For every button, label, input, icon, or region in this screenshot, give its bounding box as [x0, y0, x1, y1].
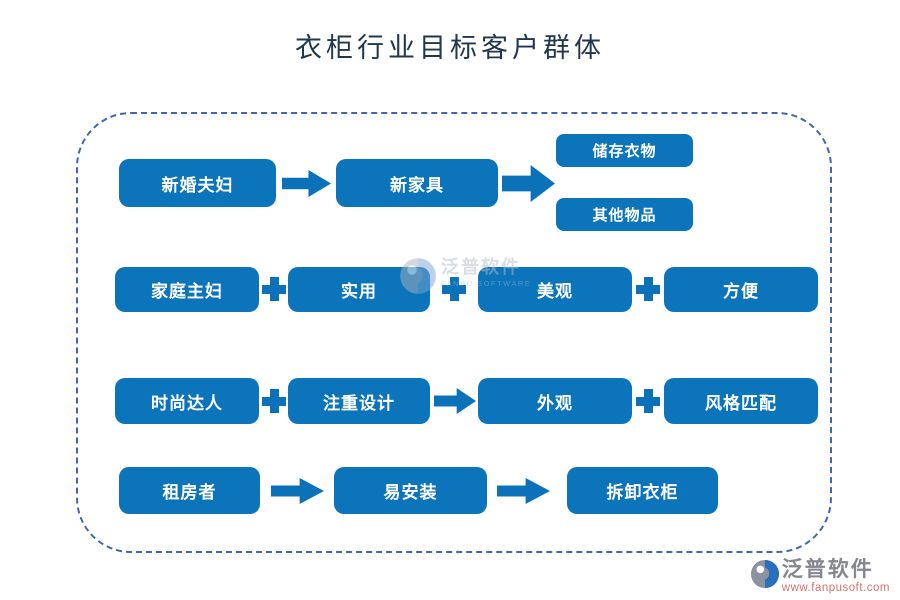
- plus-icon: [636, 389, 660, 413]
- node-newlyweds: 新婚夫妇: [119, 159, 276, 207]
- arrow-right-icon: [502, 165, 555, 202]
- plus-icon: [262, 277, 286, 301]
- arrow-right-icon: [271, 478, 324, 504]
- plus-icon: [262, 389, 286, 413]
- brand-name: 泛普软件: [781, 558, 874, 581]
- node-detachable-wardrobe: 拆卸衣柜: [567, 467, 718, 514]
- node-housewives: 家庭主妇: [115, 267, 259, 312]
- node-other-items: 其他物品: [556, 198, 693, 231]
- node-practical: 实用: [288, 267, 430, 312]
- diagram-title: 衣柜行业目标客户群体: [295, 33, 605, 63]
- node-style-match: 风格匹配: [664, 378, 818, 424]
- node-design-focused: 注重设计: [288, 378, 430, 424]
- node-renters: 租房者: [119, 467, 260, 514]
- node-convenient: 方便: [664, 267, 818, 312]
- node-easy-install: 易安装: [334, 467, 487, 514]
- dashed-frame: [76, 112, 832, 553]
- brand-url: www.fanpusoft.com: [781, 582, 890, 594]
- node-fashionistas: 时尚达人: [115, 378, 259, 424]
- plus-icon: [636, 277, 660, 301]
- node-store-clothing: 储存衣物: [556, 134, 693, 167]
- arrow-right-icon: [497, 478, 550, 504]
- arrow-right-icon: [434, 388, 476, 414]
- footer-logo: 泛普软件 www.fanpusoft.com: [750, 559, 890, 594]
- fanpu-logo-icon: [750, 559, 780, 594]
- arrow-right-icon: [282, 170, 331, 197]
- plus-icon: [442, 277, 466, 301]
- node-new-furniture: 新家具: [336, 159, 498, 207]
- node-aesthetic: 美观: [478, 267, 632, 312]
- node-appearance: 外观: [478, 378, 632, 424]
